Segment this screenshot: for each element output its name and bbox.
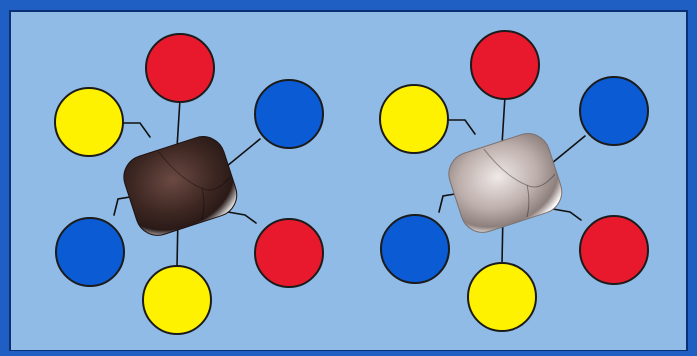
core-cube-dark	[123, 136, 238, 236]
yellow-ball-bottom	[142, 265, 212, 335]
yellow-ball-bottom	[467, 262, 537, 332]
red-ball-top	[470, 30, 540, 100]
connector-line-lower-right	[227, 211, 257, 224]
connector-line-upper-left	[123, 122, 151, 138]
blue-ball-lower-left	[55, 217, 125, 287]
core-cube-light	[448, 133, 563, 233]
connector-line-lower-left	[438, 193, 456, 213]
red-ball-lower-right	[254, 218, 324, 288]
blue-ball-upper-right	[579, 76, 649, 146]
blue-ball-lower-left	[380, 214, 450, 284]
molecule-figure-left	[54, 33, 324, 335]
connector-line-lower-right	[552, 208, 582, 221]
yellow-ball-upper-left	[54, 87, 124, 157]
red-ball-top	[145, 33, 215, 103]
yellow-ball-upper-left	[379, 84, 449, 154]
red-ball-lower-right	[579, 215, 649, 285]
panel-background	[9, 10, 688, 352]
molecule-figure-right	[379, 30, 649, 332]
figures-layer	[54, 30, 649, 335]
connector-line-upper-left	[448, 119, 476, 135]
blue-ball-upper-right	[254, 79, 324, 149]
connector-line-lower-left	[113, 196, 131, 216]
